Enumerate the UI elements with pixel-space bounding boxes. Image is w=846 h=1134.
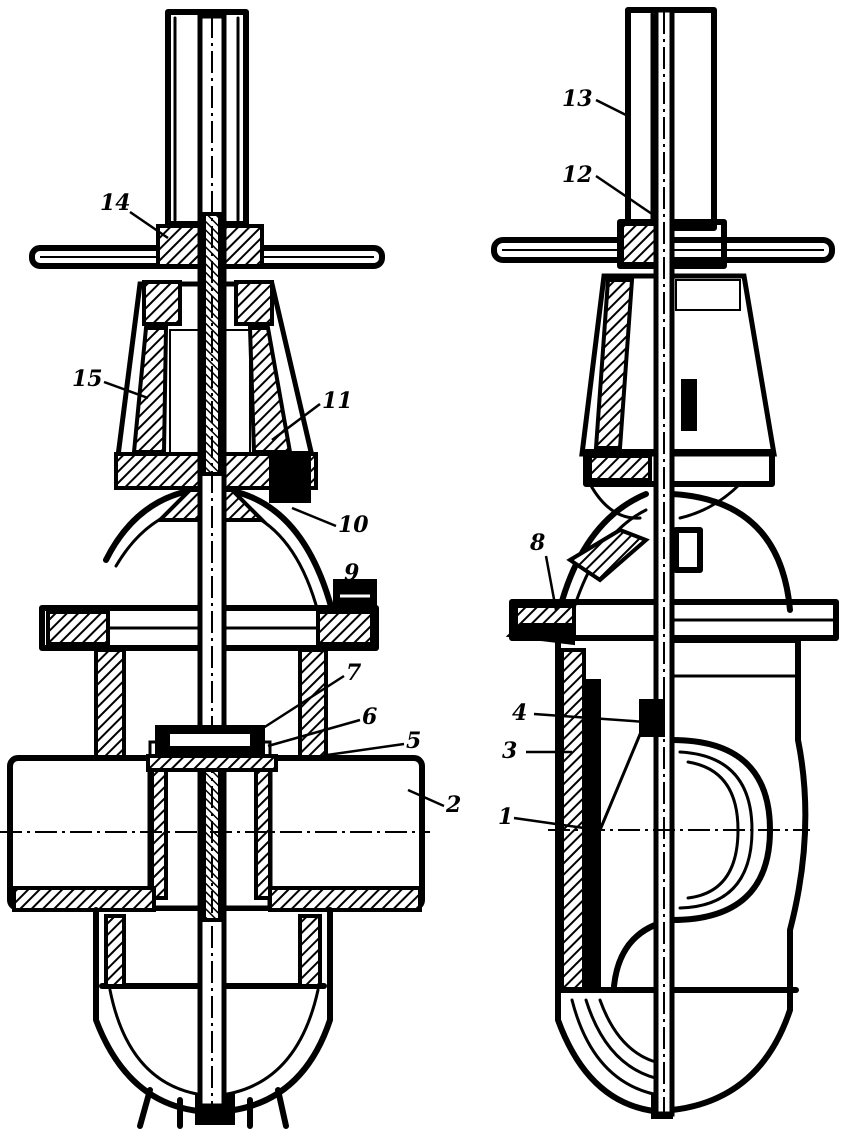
label-5: 5 [406,728,421,754]
bonnet-right [557,482,793,613]
labels-left: 14 15 11 10 9 7 6 5 2 [72,190,461,818]
label-12: 12 [562,162,593,188]
label-1: 1 [498,804,513,830]
label-9: 9 [344,560,359,586]
label-3: 3 [502,738,517,764]
yoke-right [579,273,777,487]
right-half-section-view: 13 12 8 4 3 1 [491,7,839,1119]
label-7: 7 [346,660,362,686]
body-right [555,637,809,1115]
label-6: 6 [362,704,377,730]
gate-and-stem-right [598,7,675,1117]
label-8: 8 [529,530,545,556]
label-13: 13 [562,86,593,112]
stem-left [197,13,227,1109]
label-11: 11 [322,388,353,414]
labels-right: 13 12 8 4 3 1 [498,86,653,830]
label-14: 14 [100,190,131,216]
label-15: 15 [72,366,103,392]
left-section-view: 14 15 11 10 9 7 6 5 2 [0,9,461,1129]
lower-body-right [557,987,799,1119]
port-ring-right [611,737,773,989]
label-4: 4 [512,700,527,726]
label-10: 10 [338,512,369,538]
label-2: 2 [445,792,461,818]
gate-nut-left [146,725,278,772]
